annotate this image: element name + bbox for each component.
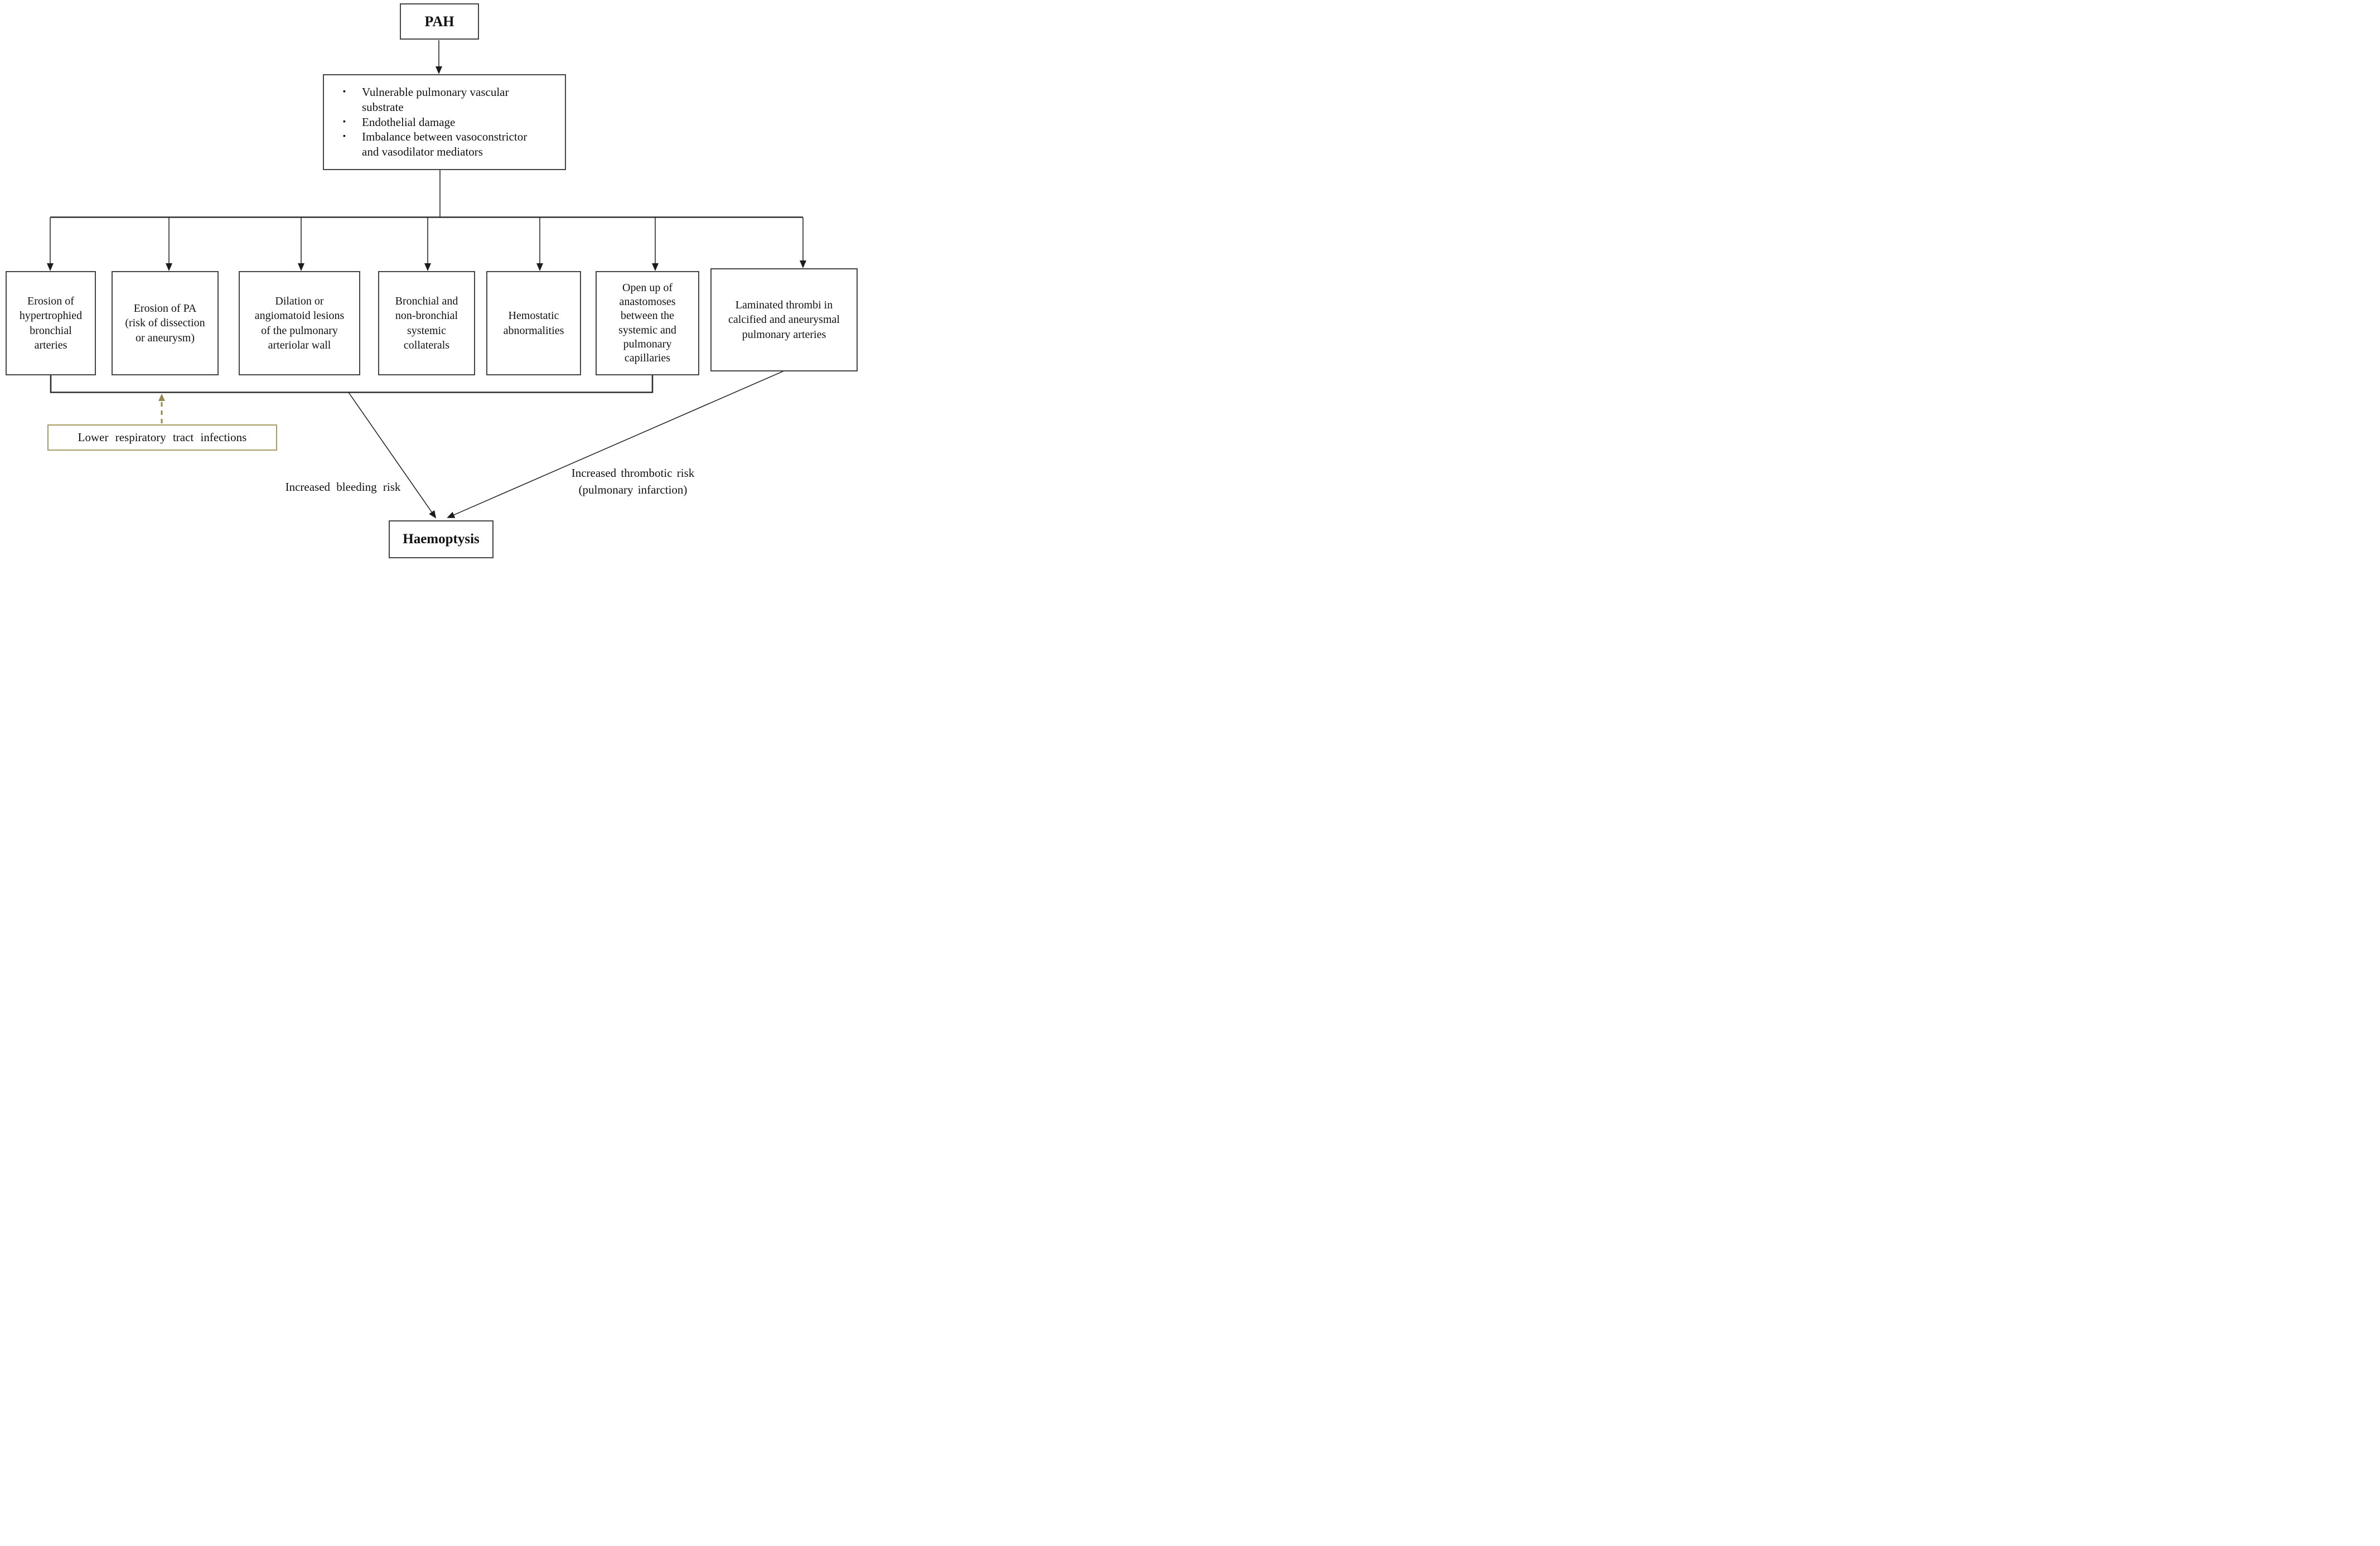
node-lower-respiratory-tract-infections: Lower respiratory tract infections — [47, 424, 277, 451]
branch-label: Open up of anastomoses between the syste… — [618, 281, 676, 364]
mechanism-item: ▪ Vulnerable pulmonary vascular substrat… — [343, 85, 559, 114]
node-haemoptysis: Haemoptysis — [389, 520, 494, 558]
arrow-thrombotic-to-haemoptysis — [447, 370, 785, 518]
connector-layer — [47, 40, 806, 519]
branch-label: Bronchial and non-bronchial systemic col… — [395, 294, 458, 351]
modifier-label: Lower respiratory tract infections — [78, 431, 247, 444]
node-branch-systemic-collaterals: Bronchial and non-bronchial systemic col… — [378, 271, 475, 375]
edge-label-increased-bleeding-risk: Increased bleeding risk — [285, 480, 401, 494]
branch-label: Laminated thrombi in calcified and aneur… — [728, 298, 840, 341]
node-pah-label: PAH — [424, 13, 454, 30]
node-branch-laminated-thrombi: Laminated thrombi in calcified and aneur… — [710, 268, 858, 371]
node-branch-erosion-bronchial-arteries: Erosion of hypertrophied bronchial arter… — [6, 271, 96, 375]
square-bullet-icon: ▪ — [343, 88, 346, 96]
flowchart-canvas: PAH ▪ Vulnerable pulmonary vascular subs… — [0, 0, 862, 559]
arrow-bleeding-to-haemoptysis — [348, 392, 437, 519]
square-bullet-icon: ▪ — [343, 117, 346, 126]
edge-label-increased-thrombotic-risk: Increased thrombotic risk (pulmonary inf… — [571, 466, 695, 497]
node-pah: PAH — [400, 3, 479, 40]
mechanism-item: ▪ Imbalance between vasoconstrictor and … — [343, 129, 559, 159]
mechanism-item-label: Vulnerable pulmonary vascular substrate — [362, 85, 509, 114]
node-branch-hemostatic-abnormalities: Hemostatic abnormalities — [486, 271, 581, 375]
branch-label: Erosion of hypertrophied bronchial arter… — [19, 294, 83, 351]
mechanism-item-label: Endothelial damage — [362, 115, 456, 129]
node-branch-dilation-angiomatoid-lesions: Dilation or angiomatoid lesions of the p… — [239, 271, 360, 375]
mechanism-item-label: Imbalance between vasoconstrictor and va… — [362, 130, 528, 158]
branch-label: Dilation or angiomatoid lesions of the p… — [254, 294, 345, 351]
node-branch-erosion-of-pa: Erosion of PA (risk of dissection or ane… — [112, 271, 219, 375]
node-mechanisms: ▪ Vulnerable pulmonary vascular substrat… — [323, 74, 566, 170]
branch-label: Hemostatic abnormalities — [503, 310, 564, 337]
branch-label: Erosion of PA (risk of dissection or ane… — [125, 302, 205, 344]
square-bullet-icon: ▪ — [343, 132, 346, 141]
outcome-label: Haemoptysis — [403, 532, 480, 547]
bracket-collector-line — [50, 375, 654, 393]
node-branch-open-anastomoses: Open up of anastomoses between the syste… — [596, 271, 699, 375]
mechanism-item: ▪ Endothelial damage — [343, 115, 559, 130]
